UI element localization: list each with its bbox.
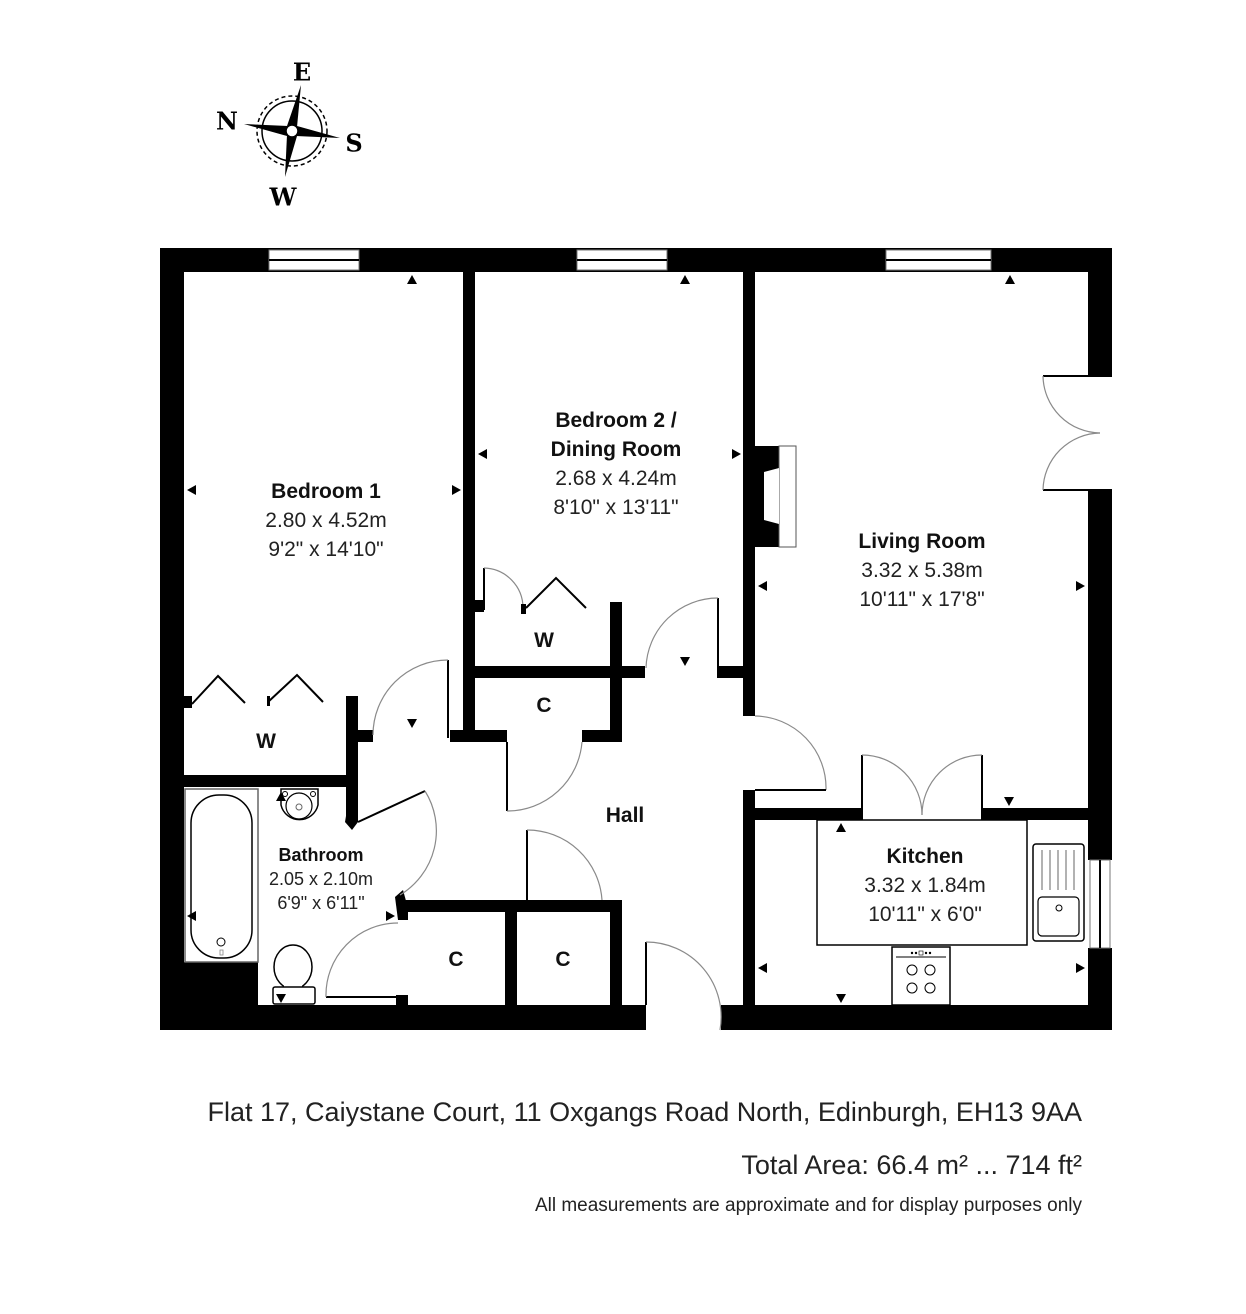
disclaimer: All measurements are approximate and for… (534, 1195, 1082, 1216)
total-area: Total Area: 66.4 m² ... 714 ft² (741, 1150, 1082, 1180)
room-name: Bathroom (278, 845, 364, 865)
compass-east-label: E (292, 57, 312, 87)
room-label-bathroom: Bathroom 2.05 x 2.10m 6'9" x 6'11" (269, 843, 373, 915)
room-imperial: 10'11" x 17'8" (859, 588, 985, 611)
room-label-kitchen: Kitchen 3.32 x 1.84m 10'11" x 6'0" (864, 842, 985, 929)
cupboard-label-upper: C (536, 694, 552, 717)
basin-icon (280, 788, 319, 821)
room-imperial: 8'10" x 13'11" (553, 496, 679, 519)
room-metric: 3.32 x 5.38m (861, 559, 983, 582)
room-name: Kitchen (886, 845, 964, 868)
windows (268, 249, 1111, 949)
room-name-line2: Dining Room (550, 438, 682, 461)
sink-icon (1032, 843, 1085, 942)
kitchen-worktop (816, 819, 1028, 946)
room-metric: 2.80 x 4.52m (265, 509, 387, 532)
wardrobe-label-bedroom-1: W (256, 730, 276, 753)
cupboard-label-lower-left: C (448, 948, 464, 971)
room-imperial: 6'9" x 6'11" (277, 893, 365, 913)
cupboard-label-lower-right: C (555, 948, 571, 971)
internal-walls (184, 272, 1088, 1005)
compass-west-label: W (269, 182, 297, 212)
wardrobe-label-bedroom-2: W (534, 629, 554, 652)
room-name: Living Room (858, 530, 986, 553)
fireplace (764, 445, 797, 548)
room-imperial: 10'11" x 6'0" (868, 903, 982, 926)
room-label-living-room: Living Room 3.32 x 5.38m 10'11" x 17'8" (858, 527, 985, 614)
cooker-icon (891, 946, 951, 1006)
room-label-bedroom-2: Bedroom 2 / Dining Room 2.68 x 4.24m 8'1… (551, 406, 682, 522)
room-label-bedroom-1: Bedroom 1 2.80 x 4.52m 9'2" x 14'10" (265, 477, 386, 564)
bathtub-icon (184, 788, 259, 963)
measurement-arrows (187, 275, 1085, 1003)
compass-south-label: S (345, 128, 363, 158)
compass-north-label: N (216, 106, 238, 136)
room-label-hall: Hall (605, 804, 645, 827)
room-metric: 2.05 x 2.10m (268, 869, 374, 889)
property-address: Flat 17, Caiystane Court, 11 Oxgangs Roa… (207, 1097, 1082, 1127)
room-imperial: 9'2" x 14'10" (268, 538, 384, 561)
room-name-line1: Bedroom 2 / (555, 409, 677, 432)
room-name: Bedroom 1 (271, 480, 381, 503)
fixtures (184, 788, 1085, 1006)
room-metric: 2.68 x 4.24m (555, 467, 677, 490)
compass-rose-icon (244, 85, 340, 177)
toilet-icon (272, 944, 316, 1005)
doors (191, 375, 1112, 1031)
room-metric: 3.32 x 1.84m (864, 874, 986, 897)
